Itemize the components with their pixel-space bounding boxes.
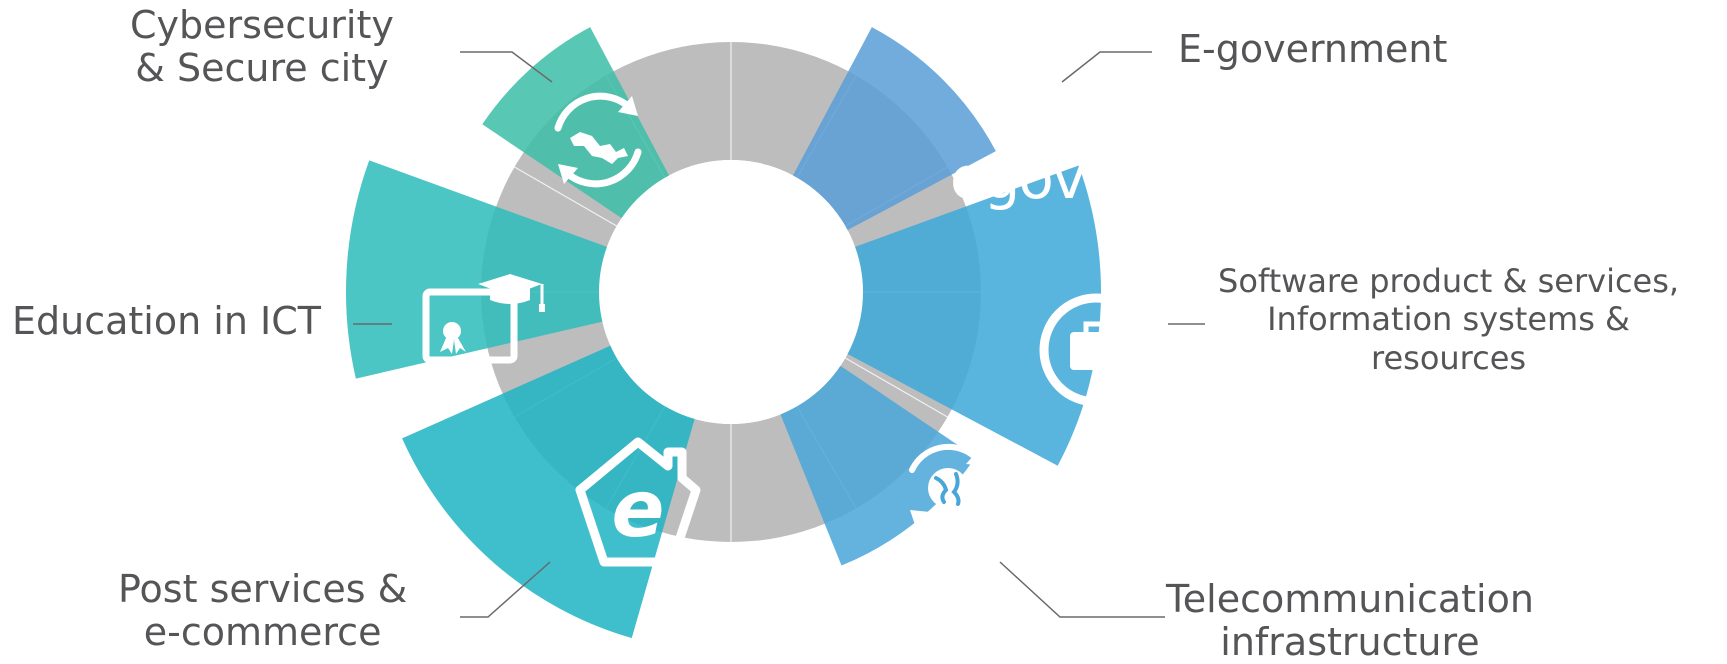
label-education-line1: Education in ICT — [12, 299, 321, 343]
label-education: Education in ICT — [12, 300, 321, 343]
center-hole — [599, 160, 863, 424]
label-telecom: Telecommunication infrastructure — [1166, 578, 1534, 663]
map-recycle-icon — [554, 92, 642, 188]
label-egovernment: E-government — [1178, 28, 1447, 71]
label-egovernment-line1: E-government — [1178, 27, 1448, 71]
label-software-line3: resources — [1371, 338, 1527, 377]
svg-text:e: e — [612, 465, 665, 555]
label-software: Software product & services, Information… — [1218, 262, 1679, 377]
label-software-line1: Software product & services, — [1218, 262, 1680, 300]
label-post-line1: Post services & — [118, 567, 408, 611]
sector-telecom — [778, 363, 976, 566]
e-house-icon: e — [575, 437, 701, 567]
leader-cybersecurity — [460, 51, 553, 83]
label-software-line2: Information systems & — [1267, 300, 1630, 339]
label-post: Post services & e-commerce — [118, 568, 407, 653]
label-telecom-line2: infrastructure — [1220, 619, 1480, 664]
leader-lines — [353, 51, 1205, 618]
ring-divider-line — [514, 166, 617, 227]
ring-divider-line — [845, 357, 948, 418]
label-cybersecurity-line2: & Secure city — [135, 45, 389, 90]
globe-recycle-icon — [909, 443, 987, 533]
label-cybersecurity-line1: Cybersecurity — [130, 3, 394, 47]
leader-egovernment — [1061, 51, 1152, 83]
leader-telecom — [999, 561, 1165, 618]
label-telecom-line1: Telecommunication — [1166, 577, 1534, 621]
label-cybersecurity: Cybersecurity & Secure city — [130, 4, 394, 89]
diploma-icon — [422, 274, 545, 364]
label-post-line2: e-commerce — [143, 609, 382, 654]
sector-education — [346, 160, 611, 379]
briefcase-icon — [1039, 293, 1153, 407]
egov-logo: egov — [950, 144, 1085, 212]
leader-post — [460, 561, 551, 618]
sector-egovernment — [791, 27, 996, 232]
sector-software — [844, 165, 1102, 466]
